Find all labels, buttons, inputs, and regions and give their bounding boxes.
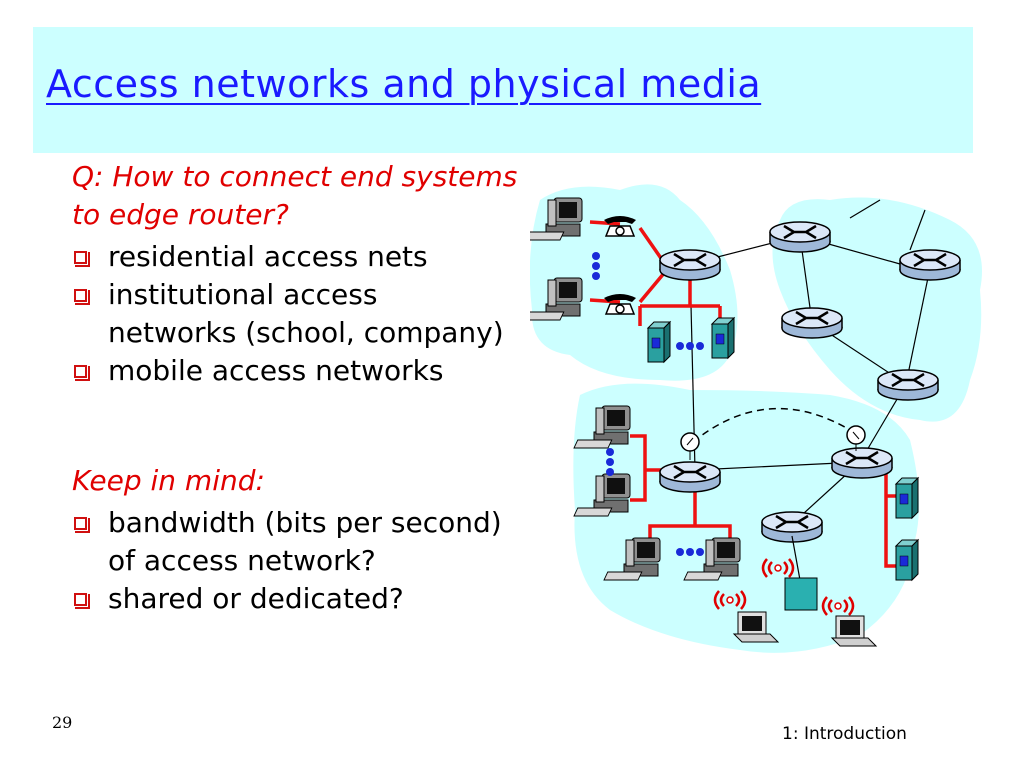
title-band (33, 27, 973, 153)
keep-in-mind-heading: Keep in mind: (72, 464, 265, 497)
bullet-box-icon (74, 517, 90, 533)
bullet-box-icon (74, 365, 90, 381)
slide-number: 29 (52, 713, 73, 732)
bullet-box-icon (74, 289, 90, 305)
server-icon (895, 539, 919, 581)
core-router-icon (898, 248, 962, 282)
bullet-box-icon (74, 593, 90, 609)
institutional-router-icon (830, 446, 894, 480)
bullet-item: shared or dedicated? (72, 580, 512, 618)
ellipsis-dots-icon (606, 448, 614, 476)
server-icon (647, 321, 671, 363)
footer-text: 1: Introduction (782, 724, 907, 744)
core-router-icon (768, 220, 832, 254)
ellipsis-dots-icon (676, 548, 704, 556)
core-router-icon (876, 368, 940, 402)
institutional-edge-router-icon (658, 460, 722, 494)
bullet-item: bandwidth (bits per second) of access ne… (72, 504, 512, 580)
bullet-box-icon (74, 251, 90, 267)
bullet-item: mobile access networks (72, 352, 512, 390)
slide-title: Access networks and physical media (46, 62, 762, 106)
satellite-dish-icon (846, 425, 866, 451)
satellite-link (692, 407, 856, 443)
ellipsis-dots-icon (676, 342, 704, 350)
core-router-icon (780, 306, 844, 340)
bullet-item: residential access nets (72, 238, 512, 276)
residential-edge-router-icon (658, 248, 722, 282)
access-point-icon (784, 577, 818, 611)
server-icon (895, 477, 919, 519)
question-text: Q: How to connect end systems to edge ro… (72, 160, 518, 231)
satellite-dish-icon (680, 432, 700, 460)
institutional-cloud (573, 383, 919, 653)
server-icon (711, 317, 735, 359)
residential-cloud (530, 184, 738, 381)
question-bullet-list: residential access nets institutional ac… (72, 238, 512, 390)
keep-bullet-list: bandwidth (bits per second) of access ne… (72, 504, 512, 618)
network-diagram (530, 184, 982, 653)
bullet-item: institutional access networks (school, c… (72, 276, 512, 352)
ellipsis-dots-icon (592, 252, 600, 280)
